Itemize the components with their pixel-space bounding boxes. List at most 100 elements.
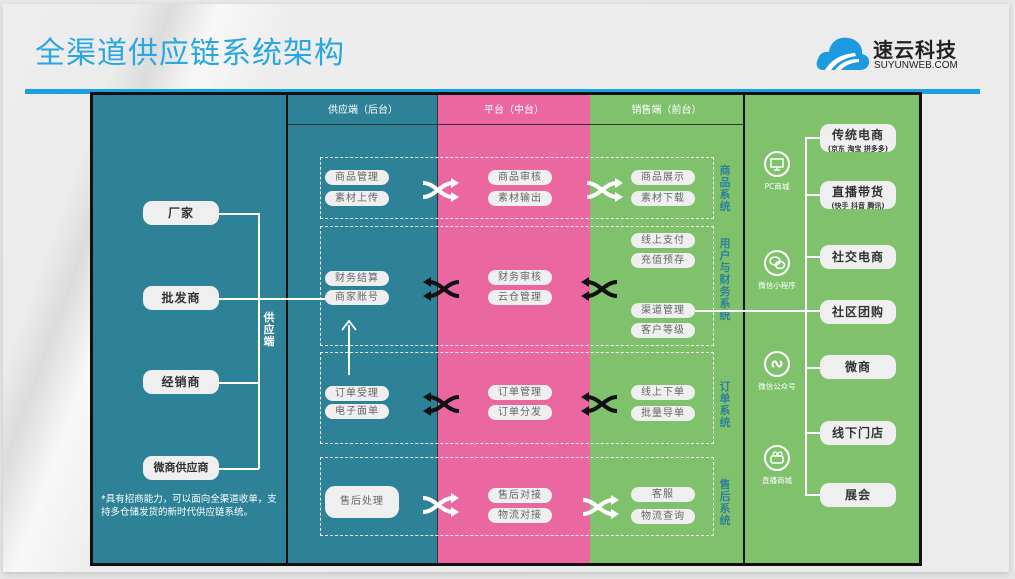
module-pill: 线上下单: [631, 385, 695, 400]
shuffle-forward-icon: [582, 495, 619, 519]
module-pill: 线上支付: [631, 233, 695, 248]
module-pill: 售后对接: [488, 488, 552, 503]
module-pill: 素材输出: [488, 191, 552, 206]
logo-domain: SUYUNWEB.COM: [874, 60, 958, 71]
module-pill: 充值预存: [631, 253, 695, 268]
connector-line: [219, 298, 327, 300]
terminal-label: 直播商城: [762, 476, 792, 485]
system-box-order: [320, 352, 714, 444]
module-pill: 物流对接: [488, 508, 552, 523]
shuffle-backward-icon: [581, 392, 618, 416]
shuffle-forward-icon: [586, 178, 623, 202]
module-pill: 订单管理: [488, 385, 552, 400]
supplier-item: 厂家: [143, 201, 219, 225]
connector-line: [805, 310, 820, 312]
supplier-item: 批发商: [143, 286, 219, 310]
system-label: 商品系统: [719, 164, 731, 213]
connector-line: [805, 194, 820, 196]
module-pill: 订单分发: [488, 405, 552, 420]
system-box-aftersales: [320, 457, 714, 536]
module-pill: 批量导单: [631, 406, 695, 421]
terminal-label: PC商城: [764, 182, 790, 191]
connector-line: [805, 494, 820, 496]
connector-line: [219, 382, 259, 384]
channel-sub-label: (京东 淘宝 拼多多): [827, 145, 889, 153]
system-label: 售后系统: [719, 478, 731, 527]
channel-item: 传统电商 (京东 淘宝 拼多多): [820, 124, 896, 153]
system-box-product: [320, 157, 714, 219]
shuffle-backward-icon: [423, 392, 460, 416]
page-title: 全渠道供应链系统架构: [35, 36, 345, 71]
terminal-official-account: 微信公众号: [750, 351, 804, 392]
module-pill: 商品管理: [325, 170, 389, 185]
terminal-miniprogram: 微信小程序: [750, 250, 804, 291]
connector-line: [805, 367, 820, 369]
terminal-label: 微信公众号: [758, 382, 796, 391]
module-pill: 客户等级: [631, 323, 695, 338]
suppliers-column: [93, 95, 286, 563]
module-pill: 物流查询: [631, 509, 695, 524]
connector-line: [219, 468, 259, 470]
system-label: 用户与财务系统: [719, 237, 731, 322]
shuffle-backward-icon: [581, 277, 618, 301]
divider: [437, 95, 438, 563]
column-header-supply: 供应端（后台）: [328, 105, 398, 116]
terminal-live: 直播商城: [750, 445, 804, 486]
channel-item: 社交电商: [820, 245, 896, 269]
header-divider: [288, 124, 743, 125]
link-icon: [764, 351, 790, 377]
up-arrow-shaft: [348, 325, 350, 375]
shuffle-backward-icon: [423, 277, 460, 301]
terminal-label: 微信小程序: [758, 281, 796, 290]
channel-item: 直播带货 (快手 抖音 腾讯): [820, 181, 896, 210]
channel-trunk-line: [805, 137, 807, 494]
logo: 速云科技 SUYUNWEB.COM: [815, 32, 975, 76]
channel-sub-label: (快手 抖音 腾讯): [831, 202, 885, 210]
connector-line: [805, 137, 820, 139]
title-underline: [25, 89, 980, 94]
up-arrow-icon: [341, 319, 357, 331]
footnote: *具有招商能力，可以面向全渠道收单，支持多仓储发货的新时代供应链系统。: [101, 494, 277, 518]
cloud-logo-icon: [816, 37, 870, 70]
system-label: 订单系统: [719, 380, 731, 429]
column-header-platform: 平台（中台）: [484, 105, 544, 116]
module-pill: 财务审核: [488, 270, 552, 285]
connector-line: [695, 310, 805, 312]
connector-line: [258, 213, 260, 469]
channel-item: 社区团购: [820, 300, 896, 324]
divider: [743, 95, 745, 563]
module-pill: 云仓管理: [488, 290, 552, 305]
terminal-pc: PC商城: [750, 151, 804, 192]
channel-item: 线下门店: [820, 421, 896, 445]
module-pill: 商品展示: [631, 170, 695, 185]
shuffle-forward-icon: [422, 493, 459, 517]
module-pill: 客服: [631, 487, 695, 502]
system-box-finance: [320, 226, 714, 346]
module-pill: 售后处理: [325, 486, 399, 518]
module-pill: 商家账号: [325, 290, 389, 305]
module-pill: 素材上传: [325, 191, 389, 206]
channel-item: 微商: [820, 355, 896, 379]
supply-group-label: 供应端: [263, 311, 275, 348]
module-pill: 财务结算: [325, 271, 389, 286]
logo-name: 速云科技: [873, 38, 957, 62]
module-pill: 订单受理: [325, 386, 389, 401]
module-pill: 商品审核: [488, 170, 552, 185]
channel-label: 传统电商: [831, 128, 884, 142]
channel-label: 直播带货: [831, 185, 884, 199]
supplier-item: 微商供应商: [143, 456, 219, 480]
divider: [286, 95, 288, 563]
module-pill: 电子面单: [325, 404, 389, 419]
architecture-diagram: 供应端（后台） 平台（中台） 销售端（前台） 厂家 批发商 经销商 微商供应商 …: [90, 92, 922, 566]
wechat-icon: [764, 250, 790, 276]
module-pill: 素材下载: [631, 191, 695, 206]
column-header-sales: 销售端（前台）: [631, 105, 702, 116]
module-pill: 渠道管理: [631, 303, 695, 318]
monitor-icon: [764, 151, 790, 177]
connector-line: [805, 256, 820, 258]
connector-line: [805, 432, 820, 434]
channel-item: 展会: [820, 483, 896, 507]
shuffle-forward-icon: [422, 178, 459, 202]
camera-icon: [764, 445, 790, 471]
supplier-item: 经销商: [143, 370, 219, 394]
